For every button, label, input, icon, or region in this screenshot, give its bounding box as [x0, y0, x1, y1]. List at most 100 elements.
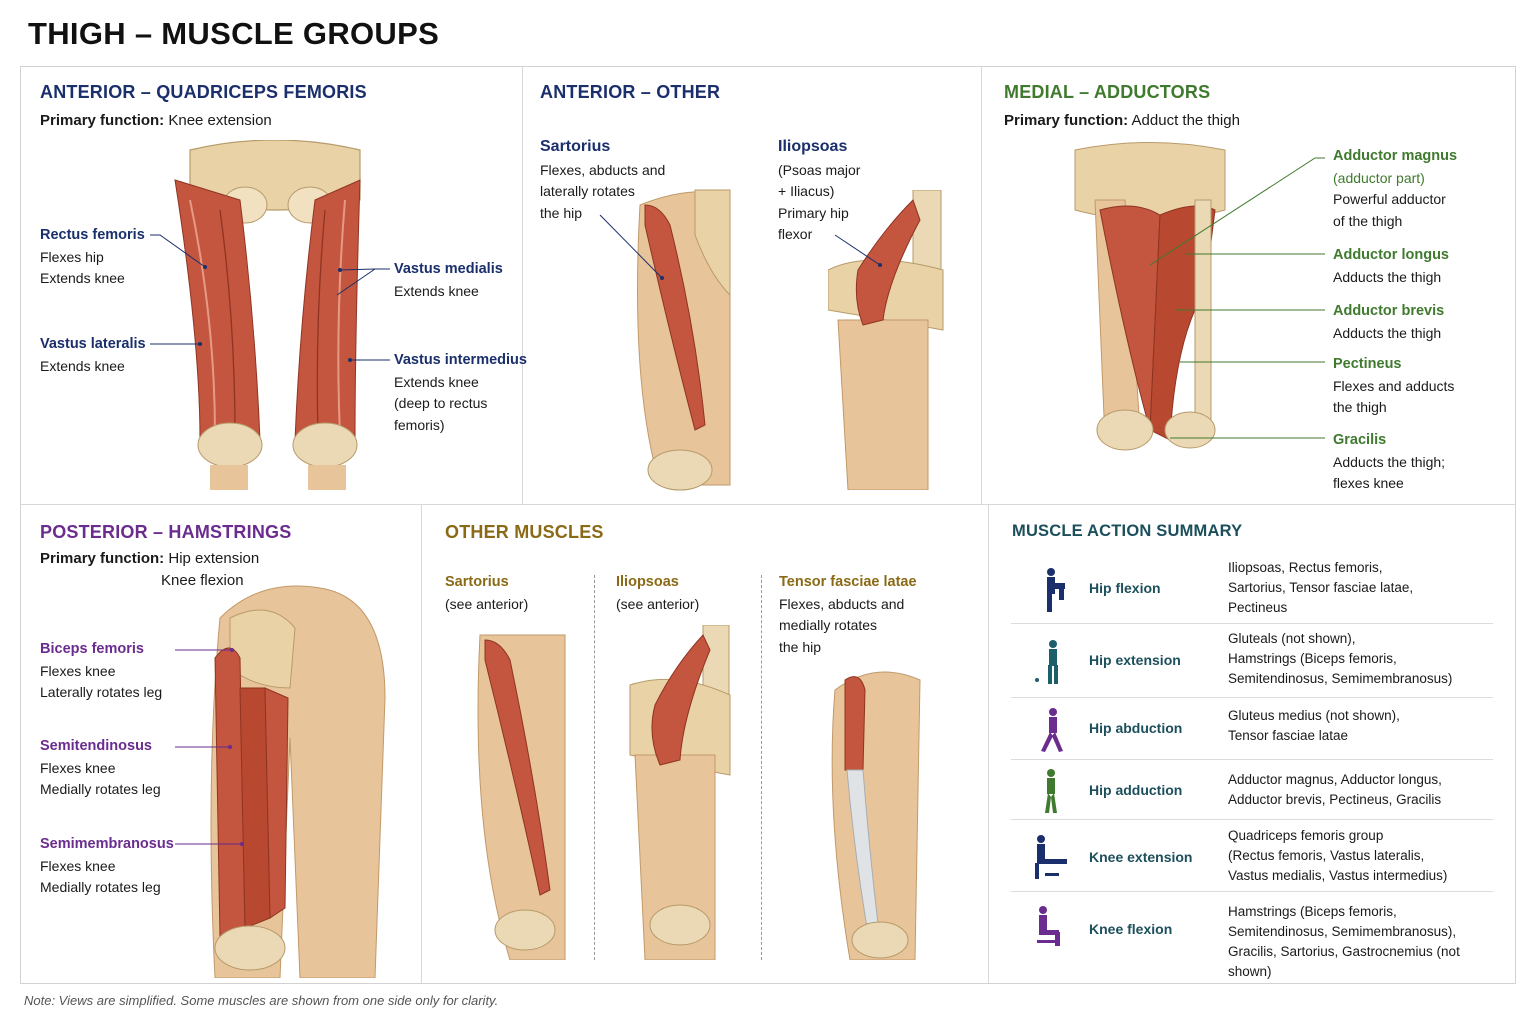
muscle-function: Powerful adductor — [1333, 191, 1446, 207]
summary-row: Hip flexion Iliopsoas, Rectus femoris, S… — [1011, 556, 1493, 624]
semimembranosus-muscle — [264, 687, 289, 919]
label-adductor-longus: Adductor longus Adducts the thigh — [1333, 245, 1449, 288]
anterior-thigh-illustration — [174, 140, 361, 490]
medial-thigh-illustration — [1074, 142, 1226, 451]
summary-row: Hip extension Gluteals (not shown), Hams… — [1011, 624, 1493, 698]
divider — [981, 67, 982, 504]
muscle-function: medially rotates — [779, 617, 878, 633]
pf-value: Adduct the thigh — [1131, 112, 1240, 129]
summary-row: Hip abduction Gluteus medius (not shown)… — [1011, 698, 1493, 760]
pf-value: Knee extension — [168, 112, 272, 129]
muscle-name: Adductor magnus — [1333, 148, 1458, 164]
action-name: Hip adduction — [1089, 782, 1183, 798]
tfl-muscle — [844, 676, 866, 771]
muscle-function: Flexes knee — [40, 662, 116, 679]
leader-line — [1149, 157, 1325, 266]
muscle-name: Adductor longus — [1333, 247, 1449, 263]
muscle-function: (see anterior) — [445, 595, 529, 612]
hip-flexion-icon — [1047, 568, 1065, 612]
adductor-muscles — [1099, 205, 1161, 431]
divider — [988, 505, 989, 983]
section-heading-posterior-hamstrings: POSTERIOR – HAMSTRINGS — [40, 522, 292, 542]
left-shin — [210, 465, 248, 490]
summary-row: Hip adduction Adductor magnus, Adductor … — [1011, 760, 1493, 820]
knee — [851, 921, 909, 959]
divider — [421, 505, 422, 983]
label-gracilis: Gracilis Adducts the thigh; flexes knee — [1333, 430, 1445, 495]
primary-function: Primary function: Knee extension — [40, 112, 272, 129]
action-muscles: Hamstrings (Biceps femoris, Semitendinos… — [1228, 904, 1460, 979]
iliopsoas-muscle — [855, 199, 921, 326]
muscle-function: Flexes, abducts and — [540, 161, 666, 178]
label-other-iliopsoas: Iliopsoas (see anterior) — [616, 572, 699, 615]
section-heading-other-muscles: OTHER MUSCLES — [445, 522, 604, 542]
left-knee — [197, 422, 263, 468]
label-iliopsoas: Iliopsoas (Psoas major + Iliacus) Primar… — [778, 136, 860, 246]
pf-label: Primary function: — [40, 550, 165, 567]
muscle-function: laterally rotates — [540, 183, 635, 199]
sartorius-illustration — [637, 189, 731, 491]
pf-value-2: Knee flexion — [161, 572, 244, 589]
action-muscles: Iliopsoas, Rectus femoris, Sartorius, Te… — [1228, 560, 1414, 615]
muscle-function: Primary hip — [778, 204, 849, 221]
section-heading-summary: MUSCLE ACTION SUMMARY — [1012, 522, 1243, 540]
sartorius-muscle — [484, 639, 551, 896]
posterior-thigh-illustration — [210, 585, 386, 978]
muscle-function: the thigh — [1333, 399, 1387, 415]
summary-row: Knee flexion Hamstrings (Biceps femoris,… — [1011, 892, 1493, 979]
muscle-name: Iliopsoas — [778, 138, 848, 155]
leader-line — [599, 214, 663, 279]
muscle-function: (Psoas major — [778, 161, 861, 178]
marker-dot — [228, 745, 232, 749]
divider — [21, 504, 1515, 505]
primary-function: Primary function: Adduct the thigh — [1004, 112, 1240, 129]
muscle-name: Vastus intermedius — [394, 352, 527, 368]
muscle-function: Adducts the thigh — [1333, 268, 1442, 285]
pf-value: Hip extension — [168, 550, 260, 567]
iliopsoas-muscle — [651, 634, 711, 766]
leader-line — [150, 234, 206, 268]
muscle-function: flexes knee — [1333, 475, 1404, 491]
muscle-function: Flexes hip — [40, 248, 104, 265]
muscle-function: Flexes knee — [40, 759, 116, 776]
label-semitendinosus: Semitendinosus Flexes knee Medially rota… — [40, 736, 161, 801]
divider — [594, 575, 595, 960]
muscle-function: + Iliacus) — [778, 183, 835, 199]
muscle-name: Sartorius — [445, 574, 509, 590]
thigh-skin — [837, 319, 929, 490]
muscle-function: Extends knee — [40, 270, 125, 286]
marker-dot — [198, 342, 202, 346]
action-name: Knee flexion — [1089, 921, 1173, 937]
muscle-function: the hip — [540, 204, 583, 221]
muscle-name: Gracilis — [1333, 432, 1387, 448]
muscle-name: Vastus medialis — [394, 261, 503, 277]
main-frame — [20, 66, 1516, 984]
muscle-fiber — [189, 199, 216, 436]
muscle-function: Extends knee — [394, 373, 479, 390]
muscle-function: Adducts the thigh — [1333, 324, 1442, 341]
label-biceps-femoris: Biceps femoris Flexes knee Laterally rot… — [40, 639, 162, 704]
knee — [1096, 409, 1154, 451]
right-shin — [308, 465, 346, 490]
hip-extension-icon — [1035, 640, 1058, 684]
leader-line — [834, 234, 881, 266]
muscle-function: the hip — [779, 638, 822, 655]
action-name: Hip flexion — [1089, 580, 1161, 596]
muscle-name: Iliopsoas — [616, 574, 679, 590]
medial-leader-lines — [1149, 157, 1325, 439]
posterior-leader-lines — [175, 648, 244, 846]
marker-dot — [203, 265, 207, 269]
muscle-name: Tensor fasciae latae — [779, 574, 917, 590]
muscle-function: Medially rotates leg — [40, 879, 161, 895]
pf-label: Primary function: — [1004, 112, 1129, 129]
muscle-fiber — [219, 209, 236, 436]
knee-flexion-icon — [1037, 906, 1060, 946]
label-vastus-medialis: Vastus medialis Extends knee — [394, 259, 503, 302]
muscle-fiber — [316, 209, 326, 436]
iliopsoas-illustration — [828, 190, 944, 490]
muscle-name: Pectineus — [1333, 356, 1402, 372]
sartorius-muscle — [644, 204, 706, 431]
action-name: Hip extension — [1089, 652, 1181, 668]
marker-dot — [660, 276, 664, 280]
section-heading-anterior-other: ANTERIOR – OTHER — [540, 82, 721, 102]
